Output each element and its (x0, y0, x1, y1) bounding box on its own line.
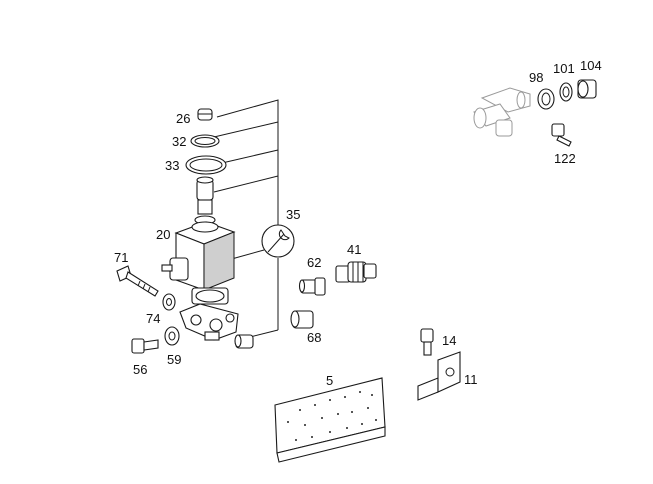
leader-bracket (213, 99, 279, 338)
callout-41: 41 (347, 242, 361, 257)
callout-11: 11 (464, 372, 478, 387)
part-101-ring (559, 82, 573, 102)
part-104-nut (577, 79, 597, 99)
callout-74: 74 (146, 311, 160, 326)
part-122-bolt (551, 123, 572, 147)
solenoid-valve-20 (161, 221, 239, 341)
callout-20: 20 (156, 227, 170, 242)
callout-59: 59 (167, 352, 181, 367)
end-cap (234, 334, 254, 349)
ghost-assembly (473, 87, 531, 137)
part-32 (190, 134, 220, 148)
part-11-bracket (417, 351, 461, 401)
callout-62: 62 (307, 255, 321, 270)
callout-122: 122 (554, 151, 576, 166)
valve-stem (194, 176, 216, 225)
callout-35: 35 (286, 207, 300, 222)
callout-56: 56 (133, 362, 147, 377)
callout-33: 33 (165, 158, 179, 173)
part-56-bolt (131, 338, 159, 354)
part-59-washer (164, 326, 180, 346)
callout-104: 104 (580, 58, 602, 73)
part-33 (185, 155, 227, 175)
part-62-fitting (298, 277, 326, 296)
part-98-ring (537, 88, 555, 110)
part-14-bolt (420, 328, 434, 356)
part-5-plate (274, 377, 386, 463)
callout-98: 98 (529, 70, 543, 85)
callout-26: 26 (176, 111, 190, 126)
callout-68: 68 (307, 330, 321, 345)
callout-14: 14 (442, 333, 456, 348)
callout-32: 32 (172, 134, 186, 149)
callout-101: 101 (553, 61, 575, 76)
callout-5: 5 (326, 373, 333, 388)
callout-71: 71 (114, 250, 128, 265)
part-41-fitting (335, 261, 377, 283)
part-74-washer (162, 293, 176, 311)
part-68-sleeve (290, 310, 314, 329)
part-26 (197, 108, 213, 121)
wrench-icon (261, 224, 295, 258)
part-71-bolt (116, 265, 159, 297)
